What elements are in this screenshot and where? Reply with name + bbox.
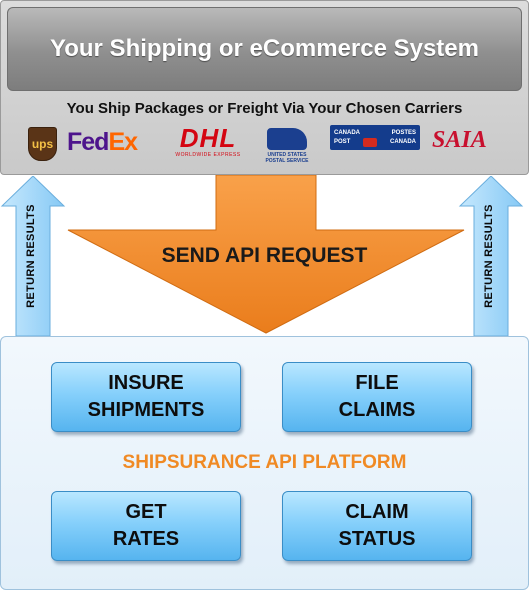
carrier-line: You Ship Packages or Freight Via Your Ch… — [66, 100, 463, 117]
ecommerce-system-panel: Your Shipping or eCommerce System — [0, 0, 529, 175]
claim-status-button[interactable]: CLAIM STATUS — [282, 491, 472, 561]
usps-line2: POSTAL SERVICE — [265, 158, 309, 164]
canada-post-mark-icon — [363, 137, 378, 147]
get-rates-line2: RATES — [112, 528, 180, 550]
fedex-logo-ex: Ex — [108, 127, 138, 156]
ups-logo: ups — [28, 127, 57, 161]
canada-post-left2: POST — [334, 138, 351, 145]
get-rates-button[interactable]: GET RATES — [51, 491, 241, 561]
claim-status-line2: STATUS — [338, 528, 416, 550]
canada-post-right2: CANADA — [390, 138, 416, 145]
canada-post-logo: CANADA POSTES POST CANADA — [330, 125, 420, 150]
saia-logo-text: SAIA — [432, 126, 487, 153]
saia-logo: SAIA — [432, 125, 487, 155]
system-title: Your Shipping or eCommerce System — [7, 7, 522, 91]
send-request-label: SEND API REQUEST — [161, 244, 368, 267]
dhl-logo-text: DHL — [179, 123, 237, 153]
dhl-logo: DHL WORLDWIDE EXPRESS — [160, 124, 256, 160]
platform-label: SHIPSURANCE API PLATFORM — [122, 452, 407, 473]
ups-logo-text: ups — [31, 137, 54, 151]
fedex-logo-fed: Fed — [67, 127, 109, 156]
claim-status-line1: CLAIM — [345, 501, 409, 523]
file-claims-line2: CLAIMS — [338, 399, 416, 421]
send-request-arrow — [67, 175, 465, 334]
canada-post-left1: CANADA — [334, 129, 360, 136]
insure-shipments-line2: SHIPMENTS — [87, 399, 205, 421]
file-claims-line1: FILE — [355, 372, 399, 394]
return-results-right-arrow — [458, 176, 524, 336]
insure-shipments-button[interactable]: INSURE SHIPMENTS — [51, 362, 241, 432]
file-claims-button[interactable]: FILE CLAIMS — [282, 362, 472, 432]
usps-eagle-icon — [267, 128, 307, 150]
dhl-logo-subtext: WORLDWIDE EXPRESS — [175, 152, 241, 158]
insure-shipments-line1: INSURE — [108, 372, 184, 394]
usps-logo-text: UNITED STATES POSTAL SERVICE — [265, 152, 308, 164]
usps-line1: UNITED STATES — [267, 152, 307, 158]
return-results-left-label: RETURN RESULTS — [25, 204, 37, 308]
return-results-right-label: RETURN RESULTS — [483, 204, 495, 308]
usps-logo: UNITED STATES POSTAL SERVICE — [263, 124, 311, 168]
return-results-left-arrow — [0, 176, 66, 336]
get-rates-line1: GET — [125, 501, 167, 523]
canada-post-right1: POSTES — [391, 129, 416, 136]
